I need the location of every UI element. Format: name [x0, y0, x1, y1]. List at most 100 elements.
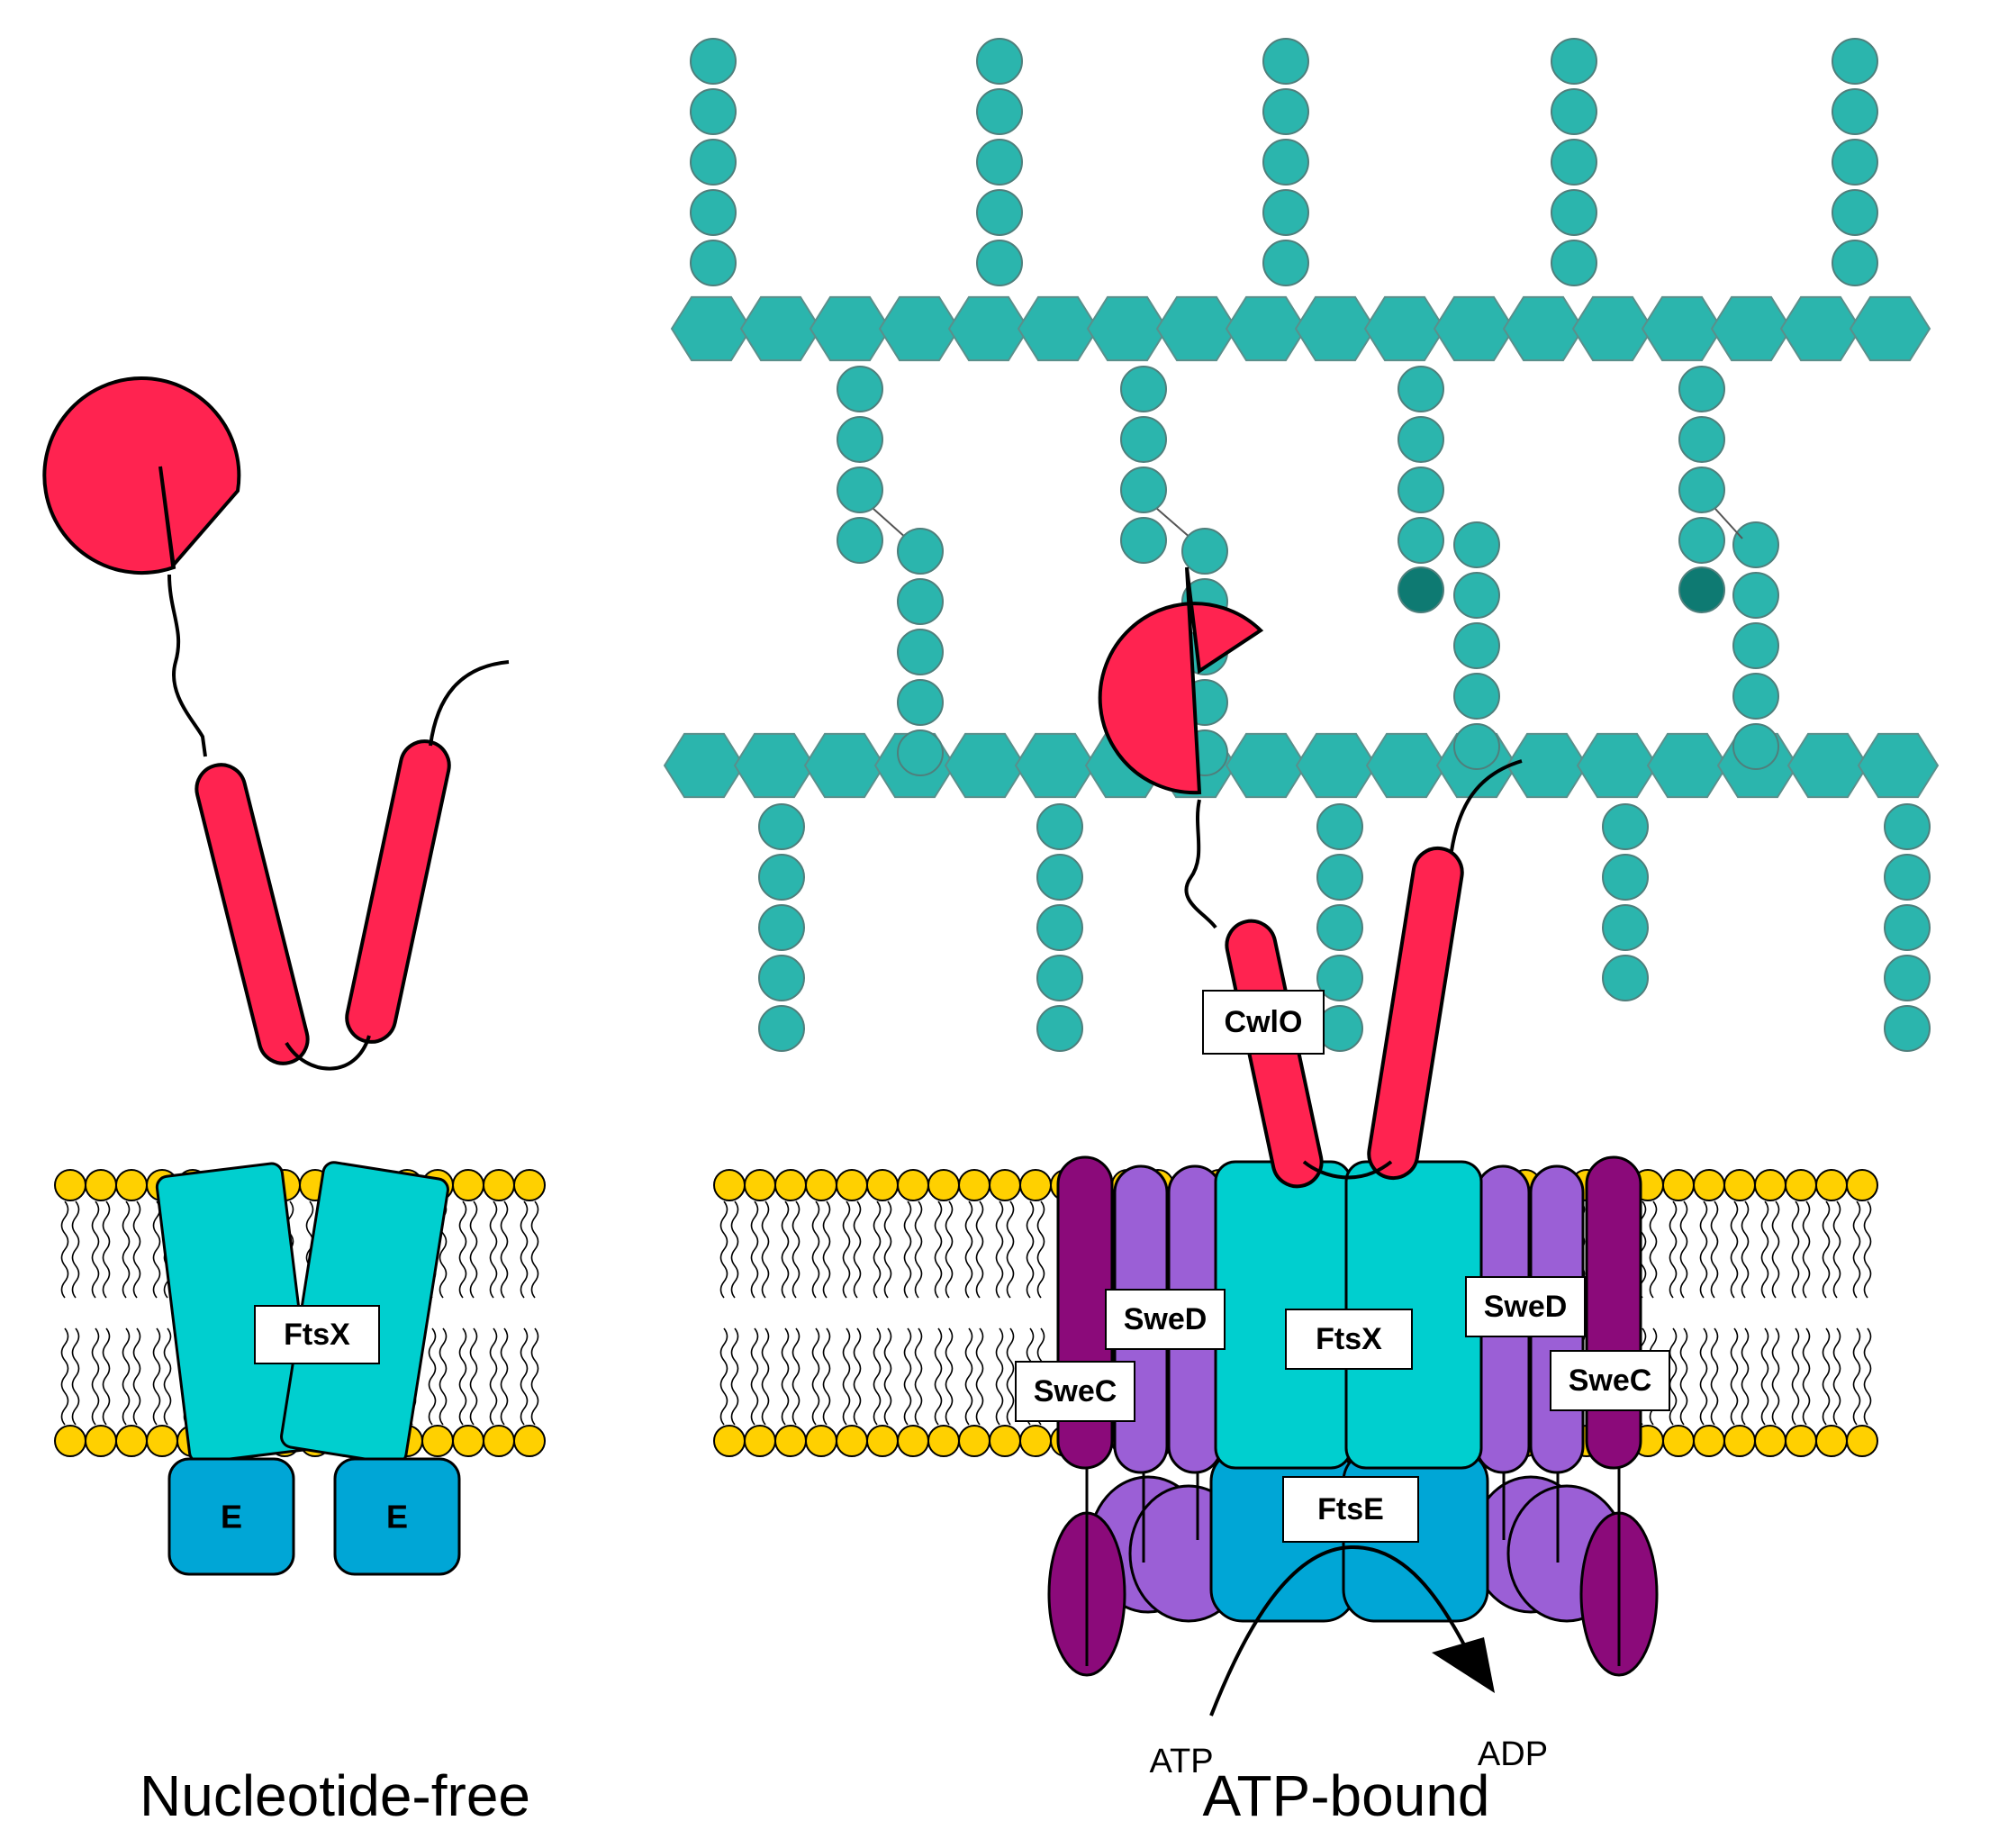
peptide-bead — [1398, 416, 1444, 463]
lipid-tail — [1832, 1200, 1841, 1299]
lipid-tail — [1669, 1327, 1678, 1426]
glycan-hexagon — [1502, 295, 1585, 362]
peptide-bead — [1832, 38, 1878, 85]
peptide-bead — [1036, 803, 1083, 850]
lipid-tail — [1741, 1327, 1750, 1426]
lipid-head — [713, 1169, 746, 1201]
crosslink-line — [1156, 508, 1192, 539]
lipid-head — [85, 1169, 117, 1201]
lipid-tail — [530, 1327, 539, 1426]
peptide-bead — [1120, 467, 1167, 513]
lipid-tail — [458, 1327, 467, 1426]
peptide-bead — [897, 578, 944, 625]
lipid-tail — [500, 1200, 509, 1299]
lipid-head — [1019, 1425, 1052, 1457]
caption-atp-bound: ATP-bound — [1203, 1763, 1490, 1828]
cwlo-left-coil-2 — [345, 739, 451, 1044]
lipid-tail — [842, 1327, 851, 1426]
glycan-hexagon — [1779, 295, 1862, 362]
lipid-head — [897, 1169, 929, 1201]
peptide-bead — [837, 366, 883, 412]
lipid-head — [1815, 1425, 1848, 1457]
peptide-bead — [1732, 723, 1779, 770]
peptide-bead — [1120, 517, 1167, 564]
lipid-head — [927, 1425, 960, 1457]
lipid-head — [1754, 1425, 1786, 1457]
peptide-bead — [1832, 240, 1878, 286]
lipid-tail — [1669, 1200, 1678, 1299]
atp-hydrolysis-arrow: ATP ADP — [1149, 1545, 1548, 1780]
peptide-bead — [1884, 1005, 1931, 1052]
peptide-bead — [1678, 366, 1725, 412]
glycan-hexagon — [1086, 295, 1169, 362]
glycan-hexagon — [1710, 295, 1793, 362]
peptide-bead — [1453, 521, 1500, 568]
lipid-tail — [60, 1200, 69, 1299]
cwlo-right: CwlO — [1098, 566, 1523, 1189]
lipid-tail — [1771, 1200, 1780, 1299]
glycan-hexagon — [739, 295, 822, 362]
peptide-bead — [1551, 139, 1597, 186]
peptide-bead — [1036, 1005, 1083, 1052]
peptide-bead — [1398, 467, 1444, 513]
swec-left-label: SweC — [1034, 1374, 1117, 1409]
peptide-bead — [1884, 955, 1931, 1001]
peptide-bead — [758, 1005, 805, 1052]
peptide-bead — [1453, 622, 1500, 669]
glycan-hexagon — [1571, 295, 1654, 362]
lipid-tail — [1730, 1200, 1739, 1299]
glycan-hexagon — [944, 732, 1027, 799]
lipid-tail — [822, 1327, 831, 1426]
peptide-bead — [1732, 572, 1779, 619]
peptide-bead — [1732, 521, 1779, 568]
peptide-bead — [1398, 366, 1444, 412]
atp-label: ATP — [1149, 1743, 1213, 1780]
peptide-bead — [1551, 38, 1597, 85]
lipid-tail — [1863, 1327, 1872, 1426]
lipid-tail — [530, 1200, 539, 1299]
peptide-bead — [1832, 139, 1878, 186]
lipid-head — [146, 1425, 178, 1457]
peptide-bead — [976, 189, 1023, 236]
lipid-tail — [1802, 1327, 1811, 1426]
lipid-tail — [458, 1200, 467, 1299]
cwlo-left-tail — [429, 660, 510, 747]
ftsx-left-label: FtsX — [284, 1318, 350, 1352]
lipid-tail — [91, 1200, 100, 1299]
lipid-tail — [750, 1200, 759, 1299]
lipid-head — [1815, 1169, 1848, 1201]
peptide-bead — [1602, 904, 1649, 951]
peptide-bead — [837, 416, 883, 463]
lipid-tail — [730, 1327, 739, 1426]
lipid-tail — [1730, 1327, 1739, 1426]
lipid-tail — [1699, 1200, 1708, 1299]
lipid-head — [513, 1169, 546, 1201]
ftsx-right-label: FtsX — [1316, 1322, 1382, 1356]
peptide-bead — [1732, 673, 1779, 720]
lipid-tail — [903, 1327, 912, 1426]
peptide-bead — [1678, 467, 1725, 513]
lipid-head — [1785, 1425, 1817, 1457]
lipid-head — [989, 1425, 1021, 1457]
lipid-tail — [761, 1327, 770, 1426]
lipid-tail — [945, 1327, 954, 1426]
lipid-head — [452, 1169, 484, 1201]
lipid-tail — [1649, 1200, 1658, 1299]
lipid-tail — [873, 1200, 882, 1299]
lipid-tail — [883, 1327, 892, 1426]
cwlo-right-hinge — [1302, 1160, 1393, 1180]
lipid-head — [927, 1169, 960, 1201]
peptide-bead — [1262, 189, 1309, 236]
peptide-bead — [1602, 803, 1649, 850]
lipid-tail — [1852, 1200, 1861, 1299]
lipid-tail — [152, 1200, 161, 1299]
peptide-bead — [837, 517, 883, 564]
peptide-bead — [1551, 240, 1597, 286]
lipid-tail — [132, 1327, 141, 1426]
peptide-bead — [1884, 854, 1931, 901]
swed-right-label: SweD — [1484, 1290, 1568, 1324]
peptide-bead — [1316, 803, 1363, 850]
glycan-hexagon — [1017, 295, 1099, 362]
peptide-bead — [1036, 955, 1083, 1001]
